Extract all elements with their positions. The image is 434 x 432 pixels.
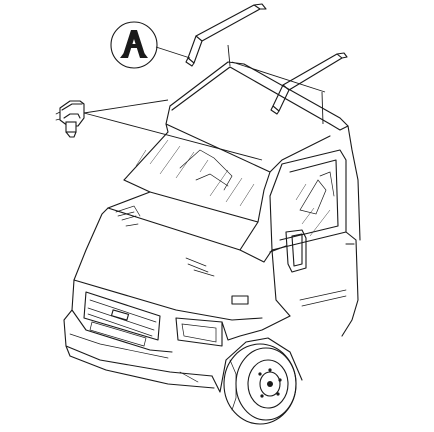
van-cab-body xyxy=(63,61,361,393)
roof-drip-seal-left xyxy=(185,3,267,67)
seal-profile-detail xyxy=(110,21,158,69)
front-wheel xyxy=(223,343,297,425)
leader-lines xyxy=(83,44,326,161)
clip-icon xyxy=(55,100,85,138)
seal-cross-section-icon xyxy=(120,30,148,58)
roof-drip-seal-right xyxy=(270,52,348,115)
